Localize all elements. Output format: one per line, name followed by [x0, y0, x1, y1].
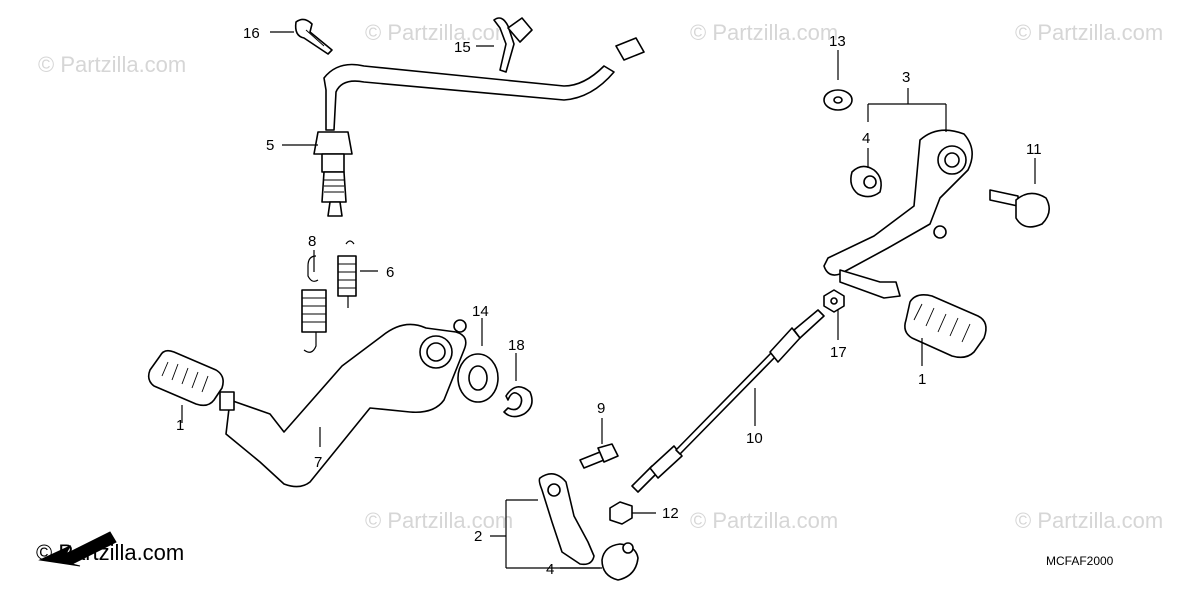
part-4-joint-top[interactable]	[850, 165, 882, 198]
part-1-footpeg-right[interactable]	[904, 294, 987, 359]
part-7-brake-pedal[interactable]	[225, 319, 467, 488]
callout-3: 3	[902, 69, 910, 86]
callout-13: 13	[829, 33, 846, 50]
callout-5: 5	[266, 137, 274, 154]
watermark: © Partzilla.com	[365, 20, 513, 45]
watermark-layer: © Partzilla.com © Partzilla.com © Partzi…	[38, 20, 1163, 533]
diagram-code: MCFAF2000	[1046, 554, 1114, 568]
callout-7: 7	[314, 454, 322, 471]
callout-1-left: 1	[176, 417, 184, 434]
callout-10: 10	[746, 430, 763, 447]
part-5-stop-switch[interactable]	[313, 37, 645, 217]
leader-lines	[181, 31, 1036, 569]
callout-2: 2	[474, 528, 482, 545]
callout-4-top: 4	[862, 130, 870, 147]
part-3-shift-pedal[interactable]	[823, 129, 973, 299]
watermark: © Partzilla.com	[1015, 20, 1163, 45]
part-11-bolt[interactable]	[989, 189, 1050, 228]
callout-18: 18	[508, 337, 525, 354]
watermark: © Partzilla.com	[690, 20, 838, 45]
part-1-footpeg-left[interactable]	[147, 349, 235, 411]
callout-17: 17	[830, 344, 847, 361]
callout-8: 8	[308, 233, 316, 250]
watermark: © Partzilla.com	[1015, 508, 1163, 533]
part-16-clamp[interactable]	[294, 18, 333, 55]
part-17-nut[interactable]	[823, 289, 845, 313]
callout-11: 11	[1026, 141, 1042, 158]
part-9-bolt[interactable]	[579, 443, 619, 469]
brand-logo: © Partzilla.com	[36, 540, 184, 565]
part-10-shift-rod[interactable]	[631, 309, 825, 493]
watermark: © Partzilla.com	[690, 508, 838, 533]
callout-15: 15	[454, 39, 471, 56]
callout-14: 14	[472, 303, 489, 320]
callout-16: 16	[243, 25, 260, 42]
watermark: © Partzilla.com	[38, 52, 186, 77]
part-15-band[interactable]	[493, 17, 533, 73]
part-18-snap-ring[interactable]	[503, 386, 533, 418]
callout-4-bottom: 4	[546, 561, 554, 578]
callout-9: 9	[597, 400, 605, 417]
callout-6: 6	[386, 264, 394, 281]
part-6-spring[interactable]	[337, 240, 357, 308]
callout-1-right: 1	[918, 371, 926, 388]
part-2-lever[interactable]	[538, 473, 595, 566]
part-12-nut[interactable]	[609, 501, 633, 525]
callout-labels: 16 15 5 8 6 1 7 14 18 9 10 12 2 4 13 3 4…	[176, 25, 1042, 578]
callout-12: 12	[662, 505, 679, 522]
watermark: © Partzilla.com	[365, 508, 513, 533]
part-13-washer[interactable]	[823, 89, 853, 111]
front-arrow-icon	[38, 531, 117, 567]
part-8-spring[interactable]	[301, 255, 327, 353]
part-4-joint-bottom[interactable]	[601, 542, 639, 581]
part-14-washer[interactable]	[457, 353, 499, 403]
